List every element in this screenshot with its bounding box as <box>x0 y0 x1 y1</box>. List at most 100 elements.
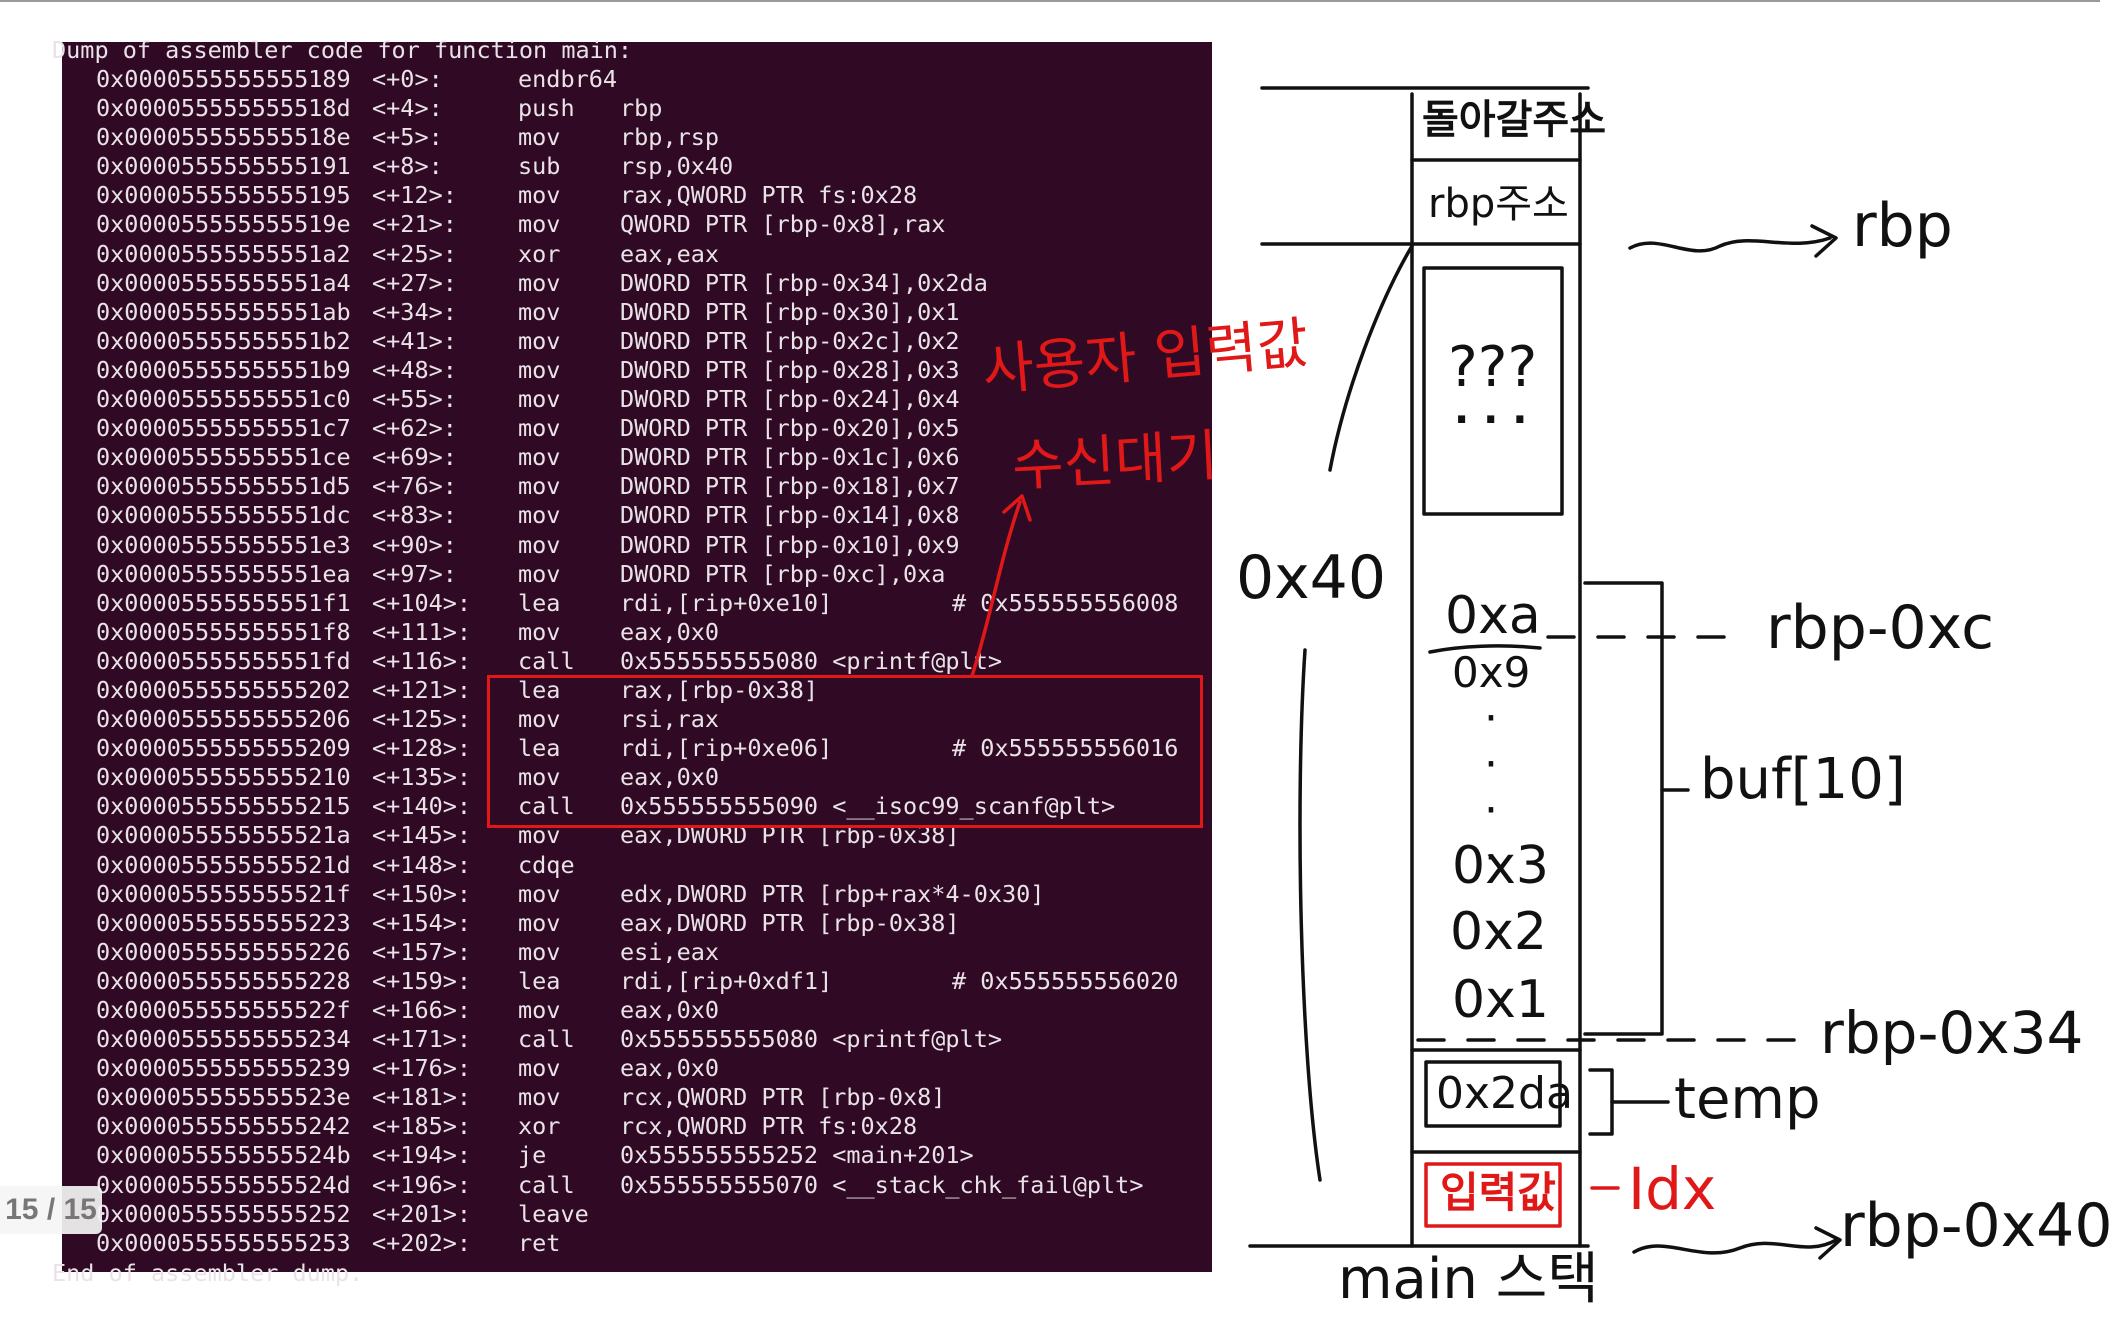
instruction-operands: DWORD PTR [rbp-0xc],0xa <box>620 559 946 588</box>
disassembly-line: 0x0000555555555252<+201>:leave <box>62 1200 1212 1229</box>
instruction-offset: <+90>: <box>372 530 457 559</box>
instruction-address: 0x000055555555524b <box>96 1141 351 1170</box>
instruction-operands: rsp,0x40 <box>620 152 734 181</box>
instruction-operands: DWORD PTR [rbp-0x1c],0x6 <box>620 443 960 472</box>
instruction-offset: <+21>: <box>372 210 457 239</box>
instruction-operands: eax,0x0 <box>620 763 720 792</box>
instruction-operands: 0x555555555080 <printf@plt> <box>620 1025 1003 1054</box>
instruction-offset: <+111>: <box>372 617 472 646</box>
instruction-offset: <+5>: <box>372 123 443 152</box>
instruction-mnemonic: mov <box>518 908 561 937</box>
instruction-mnemonic: mov <box>518 705 561 734</box>
instruction-mnemonic: mov <box>518 297 561 326</box>
disassembly-line: 0x0000555555555253<+202>:ret <box>62 1229 1212 1258</box>
instruction-address: 0x0000555555555223 <box>96 908 351 937</box>
label-buf: buf[10] <box>1700 747 1906 812</box>
disassembly-line: 0x0000555555555223 <+154>: mov eax,DWORD PT… <box>62 909 1212 938</box>
disassembly-line: 0x000055555555521d<+148>:cdqe <box>62 851 1212 880</box>
instruction-address: 0x000055555555521a <box>96 821 351 850</box>
instruction-address: 0x00005555555551dc <box>96 501 351 530</box>
instruction-operands: eax,DWORD PTR [rbp-0x38] <box>620 908 960 937</box>
instruction-address: 0x0000555555555252 <box>96 1199 351 1228</box>
instruction-operands: DWORD PTR [rbp-0x30],0x1 <box>620 297 960 326</box>
instruction-address: 0x0000555555555226 <box>96 937 351 966</box>
instruction-offset: <+116>: <box>372 646 472 675</box>
disassembly-header: Dump of assembler code for function main… <box>52 36 633 64</box>
instruction-operands: rsi,rax <box>620 705 720 734</box>
label-rbp-0xc: rbp-0xc <box>1766 593 1995 663</box>
instruction-offset: <+157>: <box>372 937 472 966</box>
top-divider <box>0 0 2100 2</box>
instruction-address: 0x00005555555551c0 <box>96 385 351 414</box>
instruction-address: 0x00005555555551f8 <box>96 617 351 646</box>
instruction-address: 0x00005555555551f1 <box>96 588 351 617</box>
instruction-mnemonic: lea <box>518 966 561 995</box>
instruction-offset: <+62>: <box>372 414 457 443</box>
instruction-mnemonic: leave <box>518 1199 589 1228</box>
instruction-offset: <+25>: <box>372 239 457 268</box>
instruction-offset: <+154>: <box>372 908 472 937</box>
instruction-operands: rax,[rbp-0x38] <box>620 675 819 704</box>
page-indicator: 15 / 15 <box>0 1186 102 1234</box>
disassembly-line: 0x000055555555524b <+194>: je 0x55555555525… <box>62 1141 1212 1170</box>
instruction-operands: 0x555555555252 <main+201> <box>620 1141 974 1170</box>
instruction-operands: rcx,QWORD PTR fs:0x28 <box>620 1112 918 1141</box>
scanf-highlight-box <box>487 675 1203 828</box>
instruction-mnemonic: call <box>518 1025 575 1054</box>
instruction-offset: <+97>: <box>372 559 457 588</box>
instruction-mnemonic: xor <box>518 239 561 268</box>
stack-ellipsis: ···· <box>1484 693 1498 883</box>
instruction-mnemonic: je <box>518 1141 547 1170</box>
instruction-operands: eax,0x0 <box>620 617 720 646</box>
cell-unknown-dots: . . . <box>1454 387 1528 433</box>
instruction-mnemonic: mov <box>518 996 561 1024</box>
instruction-address: 0x000055555555521d <box>96 850 351 879</box>
instruction-operands: DWORD PTR [rbp-0x18],0x7 <box>620 472 960 501</box>
instruction-mnemonic: mov <box>518 763 561 792</box>
instruction-mnemonic: mov <box>518 937 561 966</box>
instruction-mnemonic: mov <box>518 443 561 472</box>
instruction-address: 0x0000555555555206 <box>96 705 351 734</box>
instruction-offset: <+69>: <box>372 443 457 472</box>
instruction-mnemonic: call <box>518 646 575 675</box>
instruction-operands: rbp <box>620 94 663 123</box>
instruction-address: 0x0000555555555239 <box>96 1054 351 1083</box>
stack-value-0xa: 0xa <box>1445 586 1541 646</box>
instruction-offset: <+194>: <box>372 1141 472 1170</box>
instruction-offset: <+135>: <box>372 763 472 792</box>
instruction-offset: <+121>: <box>372 675 472 704</box>
instruction-mnemonic: mov <box>518 1054 561 1083</box>
instruction-operands: eax,eax <box>620 239 720 268</box>
instruction-offset: <+171>: <box>372 1025 472 1054</box>
instruction-mnemonic: call <box>518 1170 575 1199</box>
instruction-operands: rax,QWORD PTR fs:0x28 <box>620 181 918 210</box>
instruction-offset: <+181>: <box>372 1083 472 1112</box>
stack-value-0x3: 0x3 <box>1452 836 1549 896</box>
instruction-mnemonic: lea <box>518 588 561 617</box>
instruction-address: 0x00005555555551fd <box>96 646 351 675</box>
instruction-operands: rbp,rsp <box>620 123 720 152</box>
instruction-address: 0x0000555555555242 <box>96 1112 351 1141</box>
stack-value-0x9: 0x9 <box>1452 648 1531 697</box>
terminal-window[interactable]: Dump of assembler code for function main… <box>52 36 1212 1287</box>
instruction-operands: DWORD PTR [rbp-0x34],0x2da <box>620 268 988 297</box>
